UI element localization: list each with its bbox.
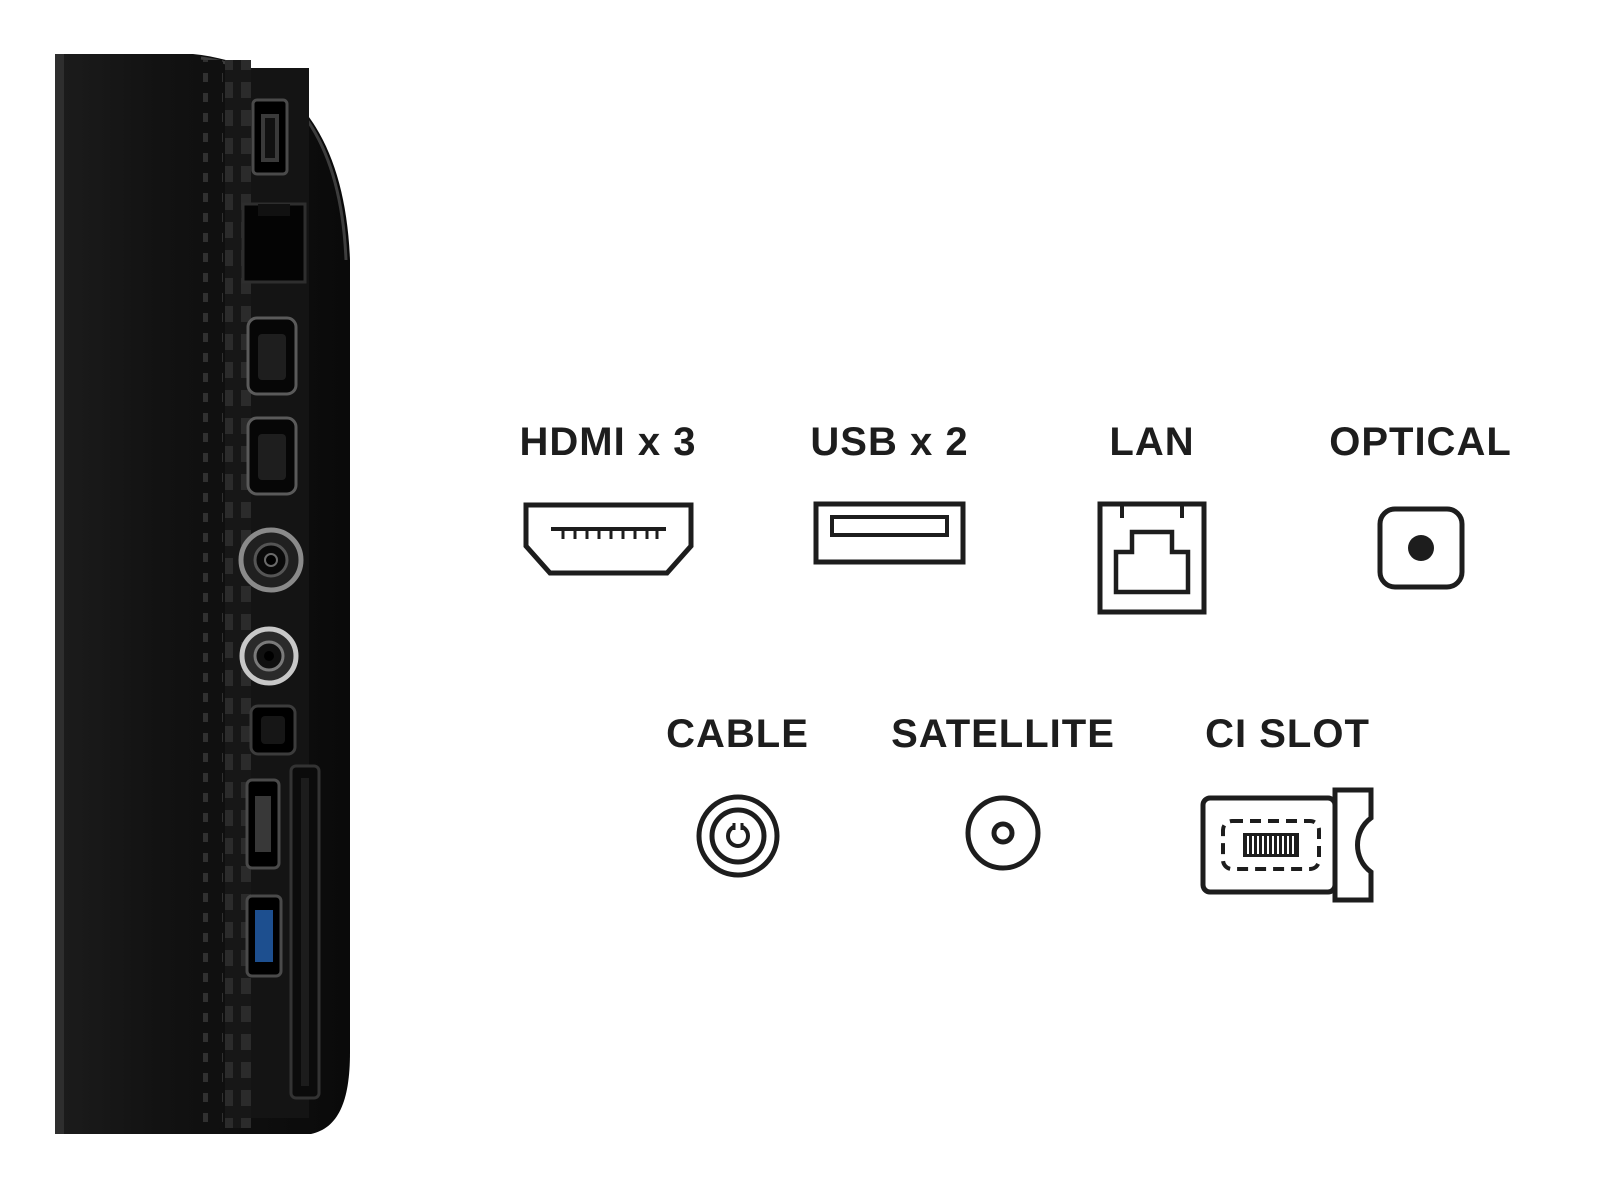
ci-card-slot (289, 764, 321, 1100)
tv-left-bezel (55, 54, 64, 1134)
ethernet-port (241, 202, 307, 284)
legend-lan: LAN (1082, 420, 1222, 618)
hdmi-icon (523, 502, 693, 576)
satellite-icon (965, 795, 1041, 871)
legend-satellite: SATELLITE (888, 712, 1118, 872)
lan-icon (1097, 501, 1207, 615)
ci-slot-icon (1200, 787, 1374, 903)
legend-ci-slot-label: CI SLOT (1205, 712, 1370, 756)
optical-port (249, 704, 297, 756)
usb-port-top (251, 98, 289, 176)
legend-satellite-label: SATELLITE (891, 712, 1115, 756)
legend-usb-label: USB x 2 (810, 420, 969, 464)
usb-icon (813, 501, 966, 565)
legend-cable-label: CABLE (666, 712, 809, 756)
legend-lan-label: LAN (1109, 420, 1195, 464)
legend-ci-slot: CI SLOT (1190, 712, 1385, 906)
legend-hdmi-label: HDMI x 3 (519, 420, 697, 464)
screw-strip (203, 60, 223, 1128)
legend-usb: USB x 2 (792, 420, 987, 566)
legend-cable: CABLE (655, 712, 820, 880)
cable-icon (696, 794, 779, 878)
usb3-port (245, 894, 283, 978)
hdmi-port-1 (246, 316, 298, 396)
tv-side-panel (55, 54, 350, 1134)
legend-optical: OPTICAL (1328, 420, 1513, 594)
legend-optical-label: OPTICAL (1329, 420, 1512, 464)
optical-icon (1377, 506, 1464, 590)
cable-connector (238, 527, 304, 593)
satellite-connector (239, 626, 299, 686)
hdmi-port-2 (246, 416, 298, 496)
legend-hdmi: HDMI x 3 (498, 420, 718, 578)
usb-port-2 (245, 778, 281, 870)
